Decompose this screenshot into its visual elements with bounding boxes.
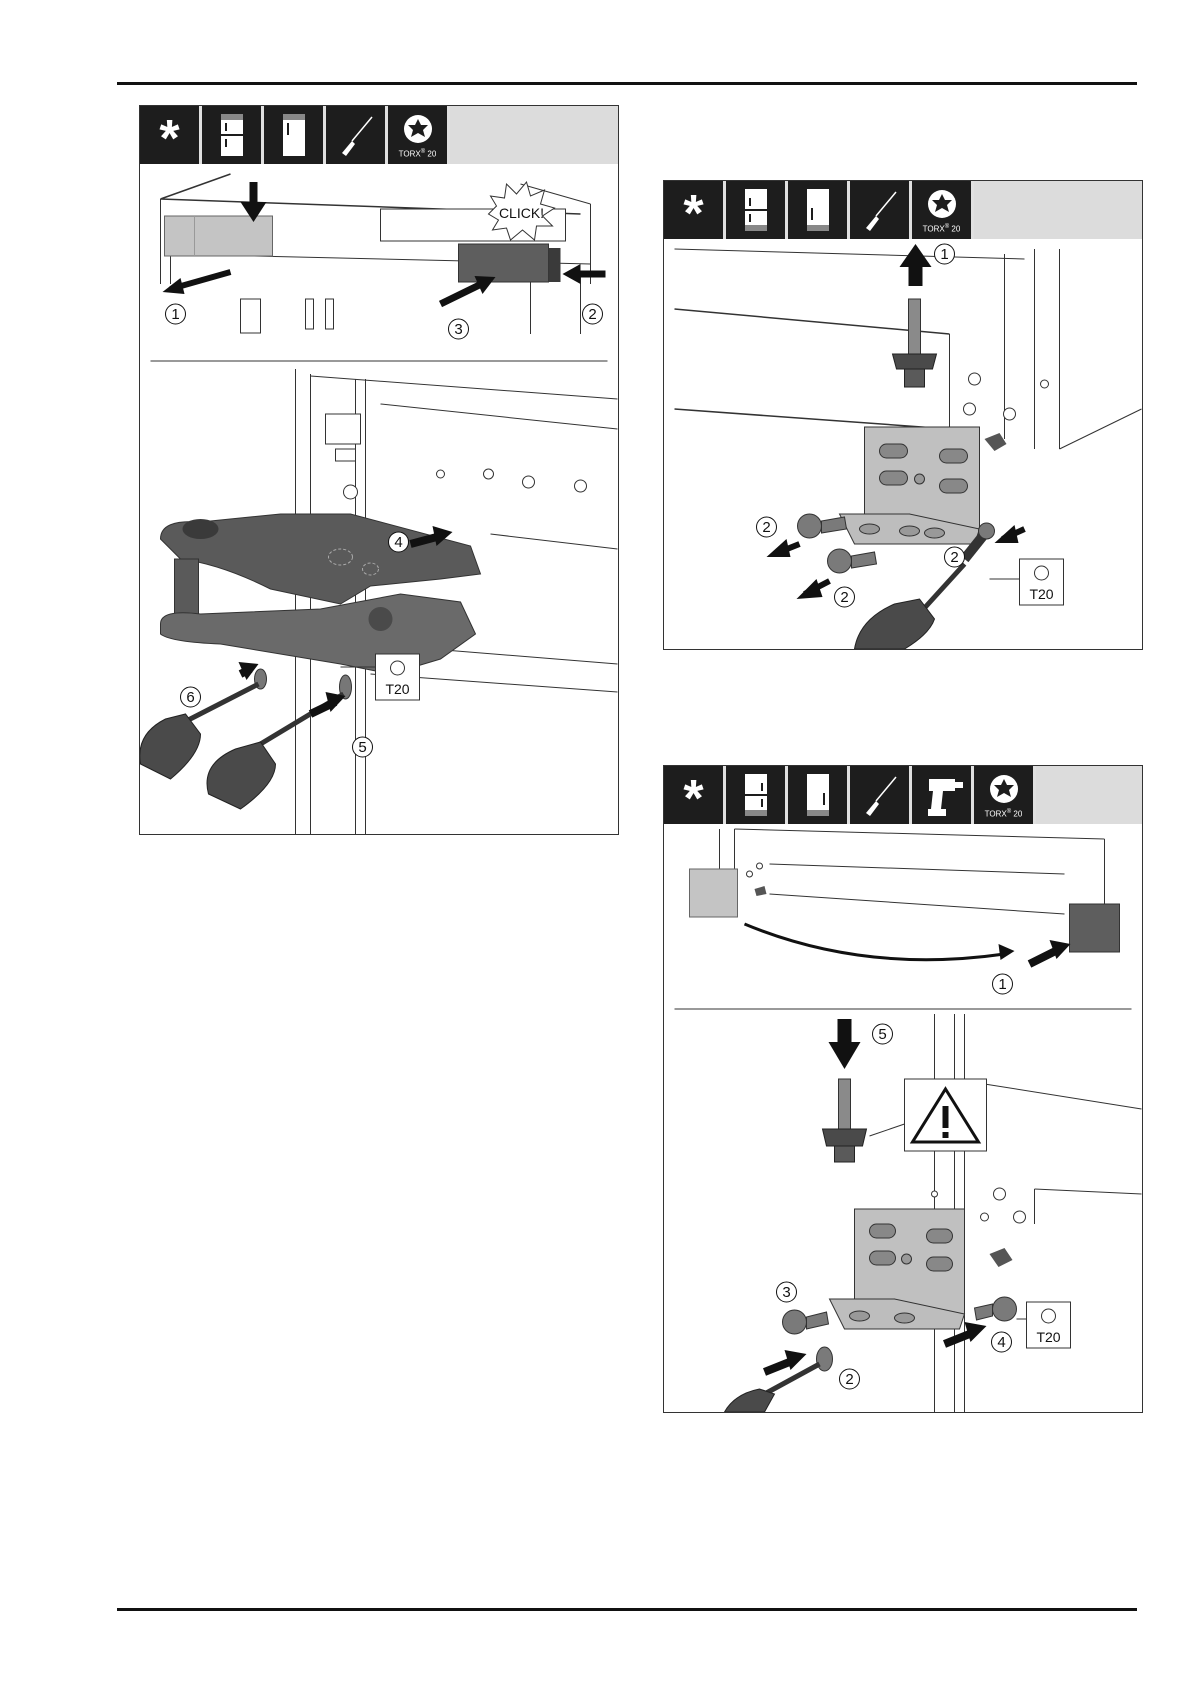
callout-2-left-a: 2 [757, 517, 777, 537]
svg-text:2: 2 [762, 519, 770, 536]
svg-text:3: 3 [454, 321, 462, 338]
arrow-1 [1030, 940, 1071, 964]
callout-5: 5 [873, 1024, 893, 1044]
svg-text:T20: T20 [1029, 586, 1053, 602]
tool-toolbar: * TORX® 20 [140, 106, 618, 164]
fridge-door-top-icon [726, 181, 788, 239]
svg-text:2: 2 [845, 1371, 853, 1388]
callout-3: 3 [449, 319, 469, 339]
screw-5 [207, 675, 351, 809]
svg-text:T20: T20 [1036, 1329, 1060, 1345]
svg-text:3: 3 [782, 1284, 790, 1301]
toolbar-spacer [450, 106, 618, 164]
hinge-pin [893, 299, 937, 387]
figure-right-top: * TORX® 20 [663, 180, 1143, 650]
toolbar-spacer [974, 181, 1142, 239]
torx-bit-icon: TORX® 20 [974, 766, 1036, 824]
callout-4: 4 [389, 532, 409, 552]
screw-2-with-driver [725, 1347, 833, 1412]
fridge-door-top-icon [202, 106, 264, 164]
arrow-up-1 [900, 244, 932, 286]
footer-rule [117, 1608, 1137, 1611]
tool-toolbar: * TORX® 20 [664, 181, 1142, 239]
arrow-down-5 [829, 1019, 861, 1069]
curved-arrow [745, 924, 1015, 960]
callout-4: 4 [992, 1332, 1012, 1352]
callout-6: 6 [181, 687, 201, 707]
torx-bit-icon: TORX® 20 [912, 181, 974, 239]
right-top-illustration: 1 [664, 239, 1142, 649]
screwdriver-icon [326, 106, 388, 164]
figure-right-bottom: * TORX® 20 [663, 765, 1143, 1413]
hinge-pin [823, 1079, 867, 1162]
callout-1: 1 [993, 974, 1013, 994]
left-illustration: CLICK! 1 3 2 [140, 164, 618, 834]
svg-text:2: 2 [588, 306, 596, 323]
svg-text:1: 1 [998, 976, 1006, 993]
callout-2-left-b: 2 [835, 587, 855, 607]
fridge-door-tall-icon [788, 766, 850, 824]
click-label: CLICK! [499, 205, 544, 221]
fridge-door-tall-icon [788, 181, 850, 239]
cordless-drill-icon [912, 766, 974, 824]
cover-target [1070, 904, 1120, 952]
callout-2-right: 2 [945, 547, 965, 567]
svg-text:6: 6 [186, 689, 194, 706]
cabinet-base-view [720, 829, 1105, 919]
warning-triangle-icon [870, 1079, 987, 1151]
callout-2: 2 [583, 304, 603, 324]
t20-bit-label: T20 [990, 559, 1064, 605]
cover-source [690, 869, 738, 917]
svg-text:1: 1 [171, 306, 179, 323]
tool-toolbar: * TORX® 20 [664, 766, 1142, 824]
screwdriver-icon [850, 766, 912, 824]
asterisk-icon: * [664, 766, 726, 824]
fridge-door-tall-icon [264, 106, 326, 164]
svg-text:5: 5 [878, 1026, 886, 1043]
right-bottom-illustration: 1 5 [664, 824, 1142, 1412]
svg-text:2: 2 [840, 589, 848, 606]
svg-text:5: 5 [358, 739, 366, 756]
screw-3 [783, 1310, 829, 1334]
callout-2: 2 [840, 1369, 860, 1389]
t20-bit-label: T20 [1017, 1302, 1071, 1348]
asterisk-icon: * [140, 106, 202, 164]
svg-text:4: 4 [997, 1334, 1005, 1351]
hinge-plate [830, 1209, 965, 1329]
callout-5: 5 [353, 737, 373, 757]
figure-left: * TORX® 20 [139, 105, 619, 835]
hinge-plate [840, 427, 980, 544]
slider-cover-left [165, 216, 273, 256]
torx-bit-icon: TORX® 20 [388, 106, 450, 164]
svg-text:4: 4 [394, 534, 402, 551]
header-rule [117, 82, 1137, 85]
callout-1: 1 [935, 244, 955, 264]
slider-cover-right [459, 244, 561, 282]
svg-text:T20: T20 [385, 681, 409, 697]
toolbar-spacer [1036, 766, 1142, 824]
svg-text:2: 2 [950, 549, 958, 566]
callout-3: 3 [777, 1282, 797, 1302]
svg-text:1: 1 [940, 246, 948, 263]
callout-1: 1 [166, 304, 186, 324]
arrow-left-1 [163, 272, 231, 294]
asterisk-icon: * [664, 181, 726, 239]
arrow-left-2 [563, 264, 606, 284]
fridge-door-top-icon [726, 766, 788, 824]
screwdriver-icon [850, 181, 912, 239]
